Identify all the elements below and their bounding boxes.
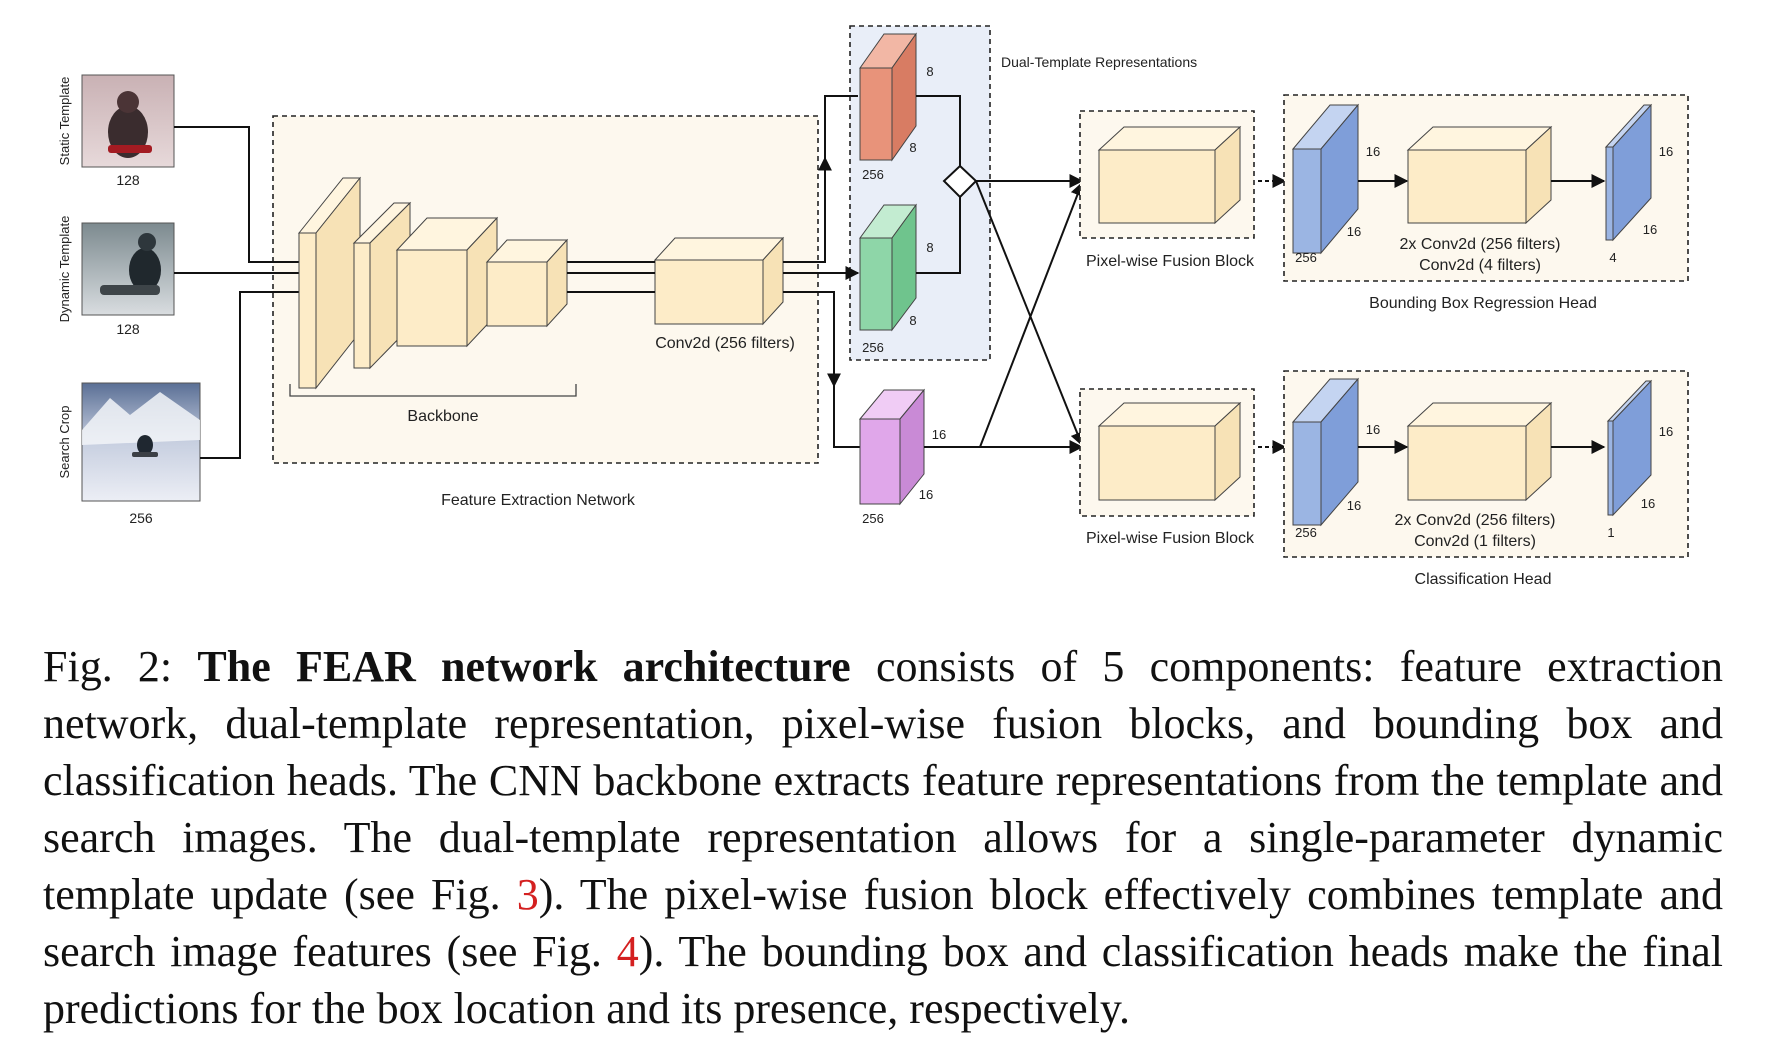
search-crop-image [81, 382, 201, 502]
search-dim-d: 256 [862, 511, 884, 526]
architecture-diagram: Static Template Dynamic Template Search … [57, 25, 1689, 588]
bbox-out-dim-w: 16 [1643, 222, 1657, 237]
bbox-conv-line-2: Conv2d (4 filters) [1419, 257, 1541, 274]
cls-in-dim-h: 16 [1366, 422, 1380, 437]
search-dim-h: 16 [932, 427, 946, 442]
search-size-label: 256 [129, 510, 153, 526]
dynamic-size-label: 128 [116, 321, 140, 337]
caption-ref-fig-4[interactable]: 4 [616, 927, 639, 976]
fusion-block-bottom-cube [1097, 401, 1242, 502]
dynamic-to-diamond-line [916, 197, 961, 274]
static-dim-w: 8 [909, 140, 916, 155]
backbone-layer-4 [485, 238, 569, 328]
cls-in-dim-d: 256 [1295, 525, 1317, 540]
cls-out-dim-h: 16 [1659, 424, 1673, 439]
cls-in-dim-w: 16 [1347, 498, 1361, 513]
search-feature-line [783, 291, 860, 448]
search-crop-label: Search Crop [57, 406, 72, 479]
static-template-image [81, 74, 175, 168]
selector-diamond [942, 164, 978, 199]
bbox-in-dim-h: 16 [1366, 144, 1380, 159]
static-to-diamond-line [916, 95, 961, 166]
static-template-label: Static Template [57, 77, 72, 166]
cls-out-dim-d: 1 [1607, 525, 1614, 540]
caption-part-2: ). The pixel-wise fusion block effective… [43, 870, 1723, 976]
dynamic-dim-w: 8 [909, 313, 916, 328]
dynamic-dim-d: 256 [862, 340, 884, 355]
static-feature-line [783, 95, 858, 263]
bbox-in-dim-d: 256 [1295, 250, 1317, 265]
search-to-fusion-top [979, 181, 1084, 448]
caption-bold: The FEAR network architecture [197, 642, 851, 691]
static-size-label: 128 [116, 172, 140, 188]
bbox-conv-cube [1406, 125, 1553, 225]
conv-label: Conv2d (256 filters) [655, 335, 795, 352]
static-input-line [174, 126, 300, 263]
cls-conv-cube [1406, 401, 1553, 502]
bbox-out-dim-h: 16 [1659, 144, 1673, 159]
fusion-block-top-cube [1097, 125, 1242, 225]
template-to-fusion-bottom [975, 180, 1084, 447]
caption-ref-fig-3[interactable]: 3 [516, 870, 539, 919]
bbox-out-cube [1604, 103, 1653, 242]
static-dim-h: 8 [926, 64, 933, 79]
dynamic-dim-h: 8 [926, 240, 933, 255]
cls-out-cube [1606, 379, 1653, 517]
fusion-bottom-label: Pixel-wise Fusion Block [1086, 530, 1255, 547]
bbox-out-dim-d: 4 [1609, 250, 1616, 265]
bbox-in-cube [1291, 103, 1360, 255]
dynamic-template-label: Dynamic Template [57, 216, 72, 323]
feature-extraction-title: Feature Extraction Network [441, 492, 636, 509]
bbox-conv-line-1: 2x Conv2d (256 filters) [1400, 236, 1561, 253]
static-template-feature-cube [859, 32, 917, 162]
backbone-layer-3 [395, 216, 499, 348]
search-feature-cube [858, 388, 926, 506]
dynamic-template-feature-cube [859, 203, 917, 332]
caption-part-3: ). The bounding box and classification h… [43, 927, 1724, 1033]
dual-template-title: Dual-Template Representations [1001, 54, 1197, 70]
conv-256-cube [653, 236, 785, 326]
figure-caption: Fig. 2: The FEAR network architecture co… [43, 638, 1723, 1037]
cls-out-dim-w: 16 [1641, 496, 1655, 511]
search-input-line [200, 291, 300, 459]
cls-conv-line-2: Conv2d (1 filters) [1414, 533, 1536, 550]
bbox-head-title: Bounding Box Regression Head [1369, 295, 1597, 312]
cls-conv-line-1: 2x Conv2d (256 filters) [1395, 512, 1556, 529]
caption-part-1: consists of 5 components: feature extrac… [43, 642, 1723, 919]
fusion-top-label: Pixel-wise Fusion Block [1086, 253, 1255, 270]
backbone-label: Backbone [407, 408, 478, 425]
search-dim-w: 16 [919, 487, 933, 502]
static-dim-d: 256 [862, 167, 884, 182]
cls-in-cube [1291, 377, 1360, 527]
backbone-bracket [289, 384, 577, 397]
cls-head-title: Classification Head [1415, 571, 1552, 588]
dynamic-template-image [81, 222, 175, 316]
bbox-in-dim-w: 16 [1347, 224, 1361, 239]
caption-prefix: Fig. 2: [43, 642, 198, 691]
